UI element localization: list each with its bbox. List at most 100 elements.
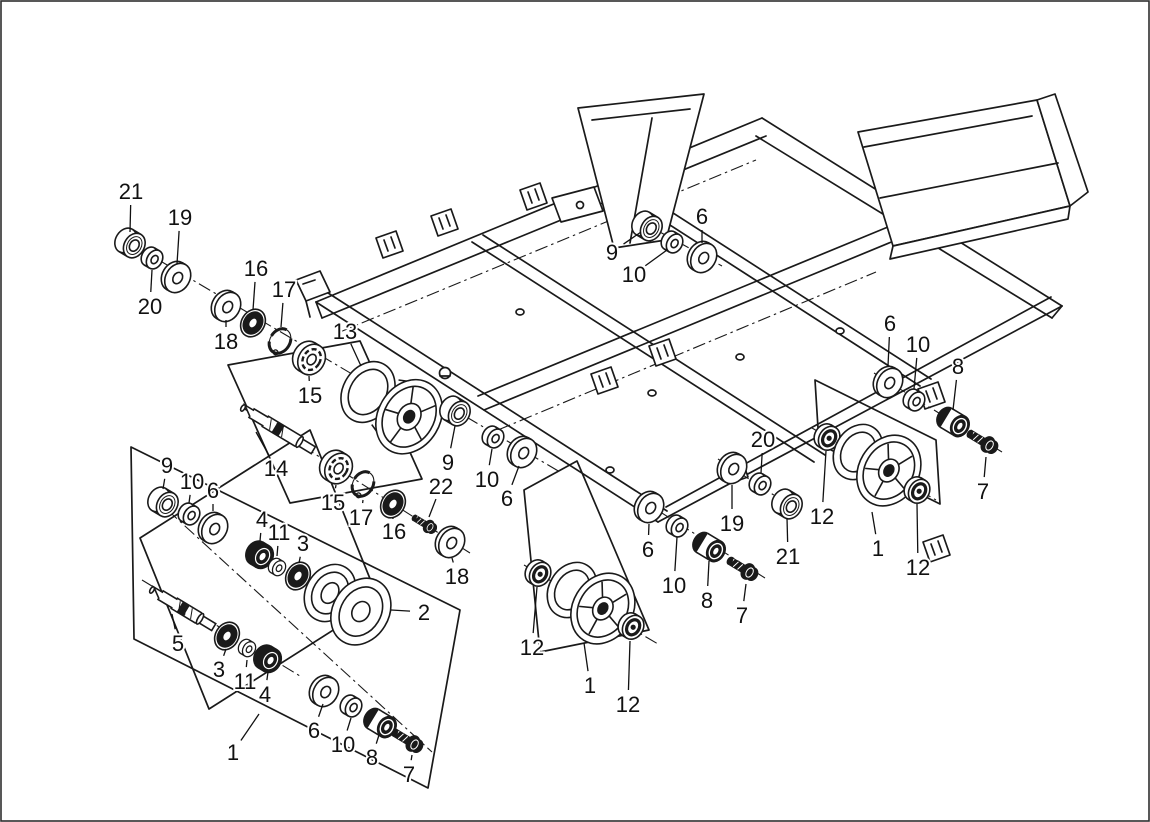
callout-label-10: 10 — [906, 332, 930, 357]
callout-leader — [346, 717, 352, 731]
part-bolt — [411, 514, 438, 535]
callout-label-10: 10 — [331, 732, 355, 757]
part-nut — [114, 227, 146, 259]
callout-label-16: 16 — [382, 519, 406, 544]
part-nut — [771, 488, 803, 520]
part-ws — [660, 230, 684, 254]
part-wl — [633, 490, 665, 524]
part-wl — [872, 365, 904, 399]
callout-label-4: 4 — [259, 682, 271, 707]
callout-label-13: 13 — [333, 319, 357, 344]
part-ws — [140, 246, 164, 270]
callout-label-15: 15 — [321, 490, 345, 515]
callout-label-10: 10 — [662, 573, 686, 598]
callout-leader — [644, 249, 668, 267]
part-wl — [716, 451, 748, 485]
part-wl — [197, 511, 229, 545]
part-bolt — [966, 429, 999, 455]
part-ringd — [213, 621, 241, 651]
callout-label-6: 6 — [884, 311, 896, 336]
callout-leader — [822, 450, 827, 503]
callout-leader — [871, 511, 877, 535]
part-ws — [665, 514, 689, 538]
callout-label-7: 7 — [403, 762, 415, 787]
deck-platform — [857, 93, 1089, 260]
callout-leader — [350, 343, 362, 367]
part-bearS — [617, 612, 645, 640]
callout-label-7: 7 — [977, 479, 989, 504]
callout-label-10: 10 — [180, 469, 204, 494]
part-nut — [439, 395, 471, 427]
callout-label-8: 8 — [952, 354, 964, 379]
callout-leader — [451, 557, 454, 563]
part-bush — [692, 531, 726, 563]
pulley-mount-bracket — [551, 186, 604, 223]
callout-leader — [280, 302, 284, 328]
part-bear — [318, 449, 354, 485]
callout-label-21: 21 — [776, 544, 800, 569]
callout-leader — [952, 379, 958, 411]
callout-leader — [887, 336, 890, 367]
callout-leader — [983, 456, 987, 478]
callout-layer: 2119201617181513141517162218910691061211… — [117, 177, 991, 789]
callout-label-6: 6 — [642, 537, 654, 562]
parts-layer — [114, 210, 999, 754]
callout-label-10: 10 — [475, 467, 499, 492]
panel-axle-assembly-outer — [130, 446, 461, 789]
callout-leader — [390, 609, 411, 612]
callout-leader — [583, 642, 589, 672]
callout-label-16: 16 — [244, 256, 268, 281]
callout-label-9: 9 — [606, 240, 618, 265]
callout-leader — [266, 671, 269, 681]
callout-label-10: 10 — [622, 262, 646, 287]
callout-label-19: 19 — [168, 205, 192, 230]
callout-label-11: 11 — [234, 669, 257, 694]
callout-label-14: 14 — [264, 456, 288, 481]
callout-label-1: 1 — [872, 536, 884, 561]
e-clip — [438, 366, 452, 380]
part-pulley — [340, 360, 444, 455]
callout-label-12: 12 — [520, 635, 544, 660]
part-ws — [748, 472, 772, 496]
callout-leader — [176, 230, 180, 265]
callout-label-8: 8 — [366, 745, 378, 770]
part-wl — [160, 260, 192, 294]
callout-label-19: 19 — [720, 511, 744, 536]
part-roller — [546, 561, 636, 645]
callout-leader — [245, 659, 248, 668]
callout-leader — [150, 269, 153, 293]
callout-label-21: 21 — [119, 179, 143, 204]
callout-leader — [488, 448, 493, 466]
part-ws — [177, 502, 201, 526]
callout-label-6: 6 — [308, 718, 320, 743]
callout-label-20: 20 — [751, 427, 775, 452]
callout-leader — [252, 281, 256, 311]
callout-label-3: 3 — [297, 531, 309, 556]
callout-label-9: 9 — [442, 450, 454, 475]
part-shaft — [239, 403, 317, 455]
callout-label-18: 18 — [445, 564, 469, 589]
part-nut — [147, 486, 179, 518]
callout-label-7: 7 — [736, 603, 748, 628]
part-wl — [308, 674, 340, 708]
panel-right-roller — [814, 379, 941, 505]
callout-leader — [511, 465, 520, 486]
callout-label-17: 17 — [272, 277, 296, 302]
chassis-frame — [295, 93, 1089, 563]
support-brace — [577, 93, 705, 249]
part-ws — [267, 557, 287, 577]
part-snap — [267, 327, 293, 356]
callout-label-1: 1 — [584, 673, 596, 698]
callout-label-3: 3 — [213, 657, 225, 682]
part-ringd — [379, 489, 407, 519]
callout-label-18: 18 — [214, 329, 238, 354]
callout-leader — [317, 703, 324, 717]
callout-label-4: 4 — [256, 507, 268, 532]
callout-label-20: 20 — [138, 294, 162, 319]
part-ringd — [239, 308, 267, 338]
callout-label-15: 15 — [298, 383, 322, 408]
callout-leader — [916, 503, 919, 554]
callout-leader — [240, 713, 260, 741]
